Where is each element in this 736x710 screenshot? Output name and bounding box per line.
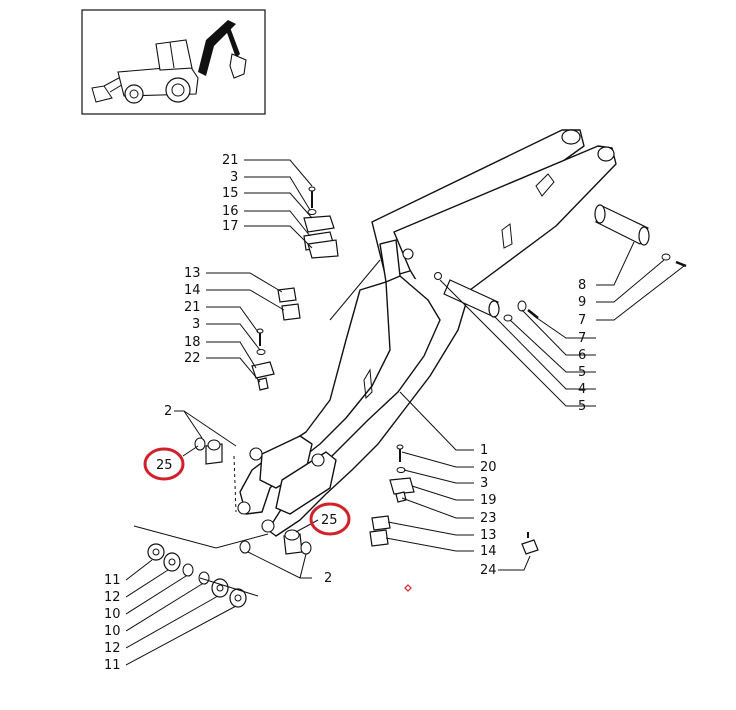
part-group-bushings-left [194,437,237,513]
label-22: 22 [184,351,201,366]
label-14-left: 14 [184,283,201,298]
red-diamond-marker [404,584,412,592]
label-1: 1 [480,443,488,458]
label-21-upper: 21 [222,153,239,168]
part-group-upper-left [303,186,339,259]
label-14-right: 14 [480,544,497,559]
label-12-bottom: 12 [104,641,121,656]
part-group-pin-right [434,204,687,322]
label-20: 20 [480,460,497,475]
label-7-upper: 7 [578,313,586,328]
label-11-top: 11 [104,573,121,588]
label-25-left: 25 [156,458,173,473]
label-24: 24 [480,563,497,578]
label-12-top: 12 [104,590,121,605]
label-4: 4 [578,382,586,397]
part-group-bushings-lower [239,529,312,555]
label-5-upper: 5 [578,365,586,380]
label-3-mid: 3 [192,317,200,332]
label-11-bottom: 11 [104,658,121,673]
label-13-left: 13 [184,266,201,281]
label-2-lower: 2 [324,571,332,586]
label-21-mid: 21 [184,300,201,315]
boom-assembly [237,129,617,537]
label-15: 15 [222,186,239,201]
label-3-upper: 3 [230,170,238,185]
callout-labels: 21 3 15 16 17 13 14 21 3 18 22 2 11 12 1… [104,153,586,673]
label-2-upper: 2 [164,404,172,419]
label-16: 16 [222,204,239,219]
part-group-shims [147,543,247,608]
thumbnail-frame [81,9,266,115]
highlight-25-left: 25 [143,445,199,481]
part-group-lower-right [369,444,539,555]
label-6: 6 [578,348,586,363]
label-25-lower: 25 [321,513,338,528]
label-9: 9 [578,295,586,310]
label-13-right: 13 [480,528,497,543]
label-5-lower: 5 [578,399,586,414]
leader-lines [125,159,685,666]
label-18: 18 [184,335,201,350]
highlight-25-lower: 25 [309,502,351,536]
label-7-lower: 7 [578,331,586,346]
label-10-bottom: 10 [104,624,121,639]
label-3-lower: 3 [480,476,488,491]
label-10-top: 10 [104,607,121,622]
part-group-mid-left [251,287,301,391]
backhoe-loader-thumbnail [91,20,247,104]
label-8: 8 [578,278,586,293]
label-23: 23 [480,511,497,526]
label-19: 19 [480,493,497,508]
label-17: 17 [222,219,239,234]
